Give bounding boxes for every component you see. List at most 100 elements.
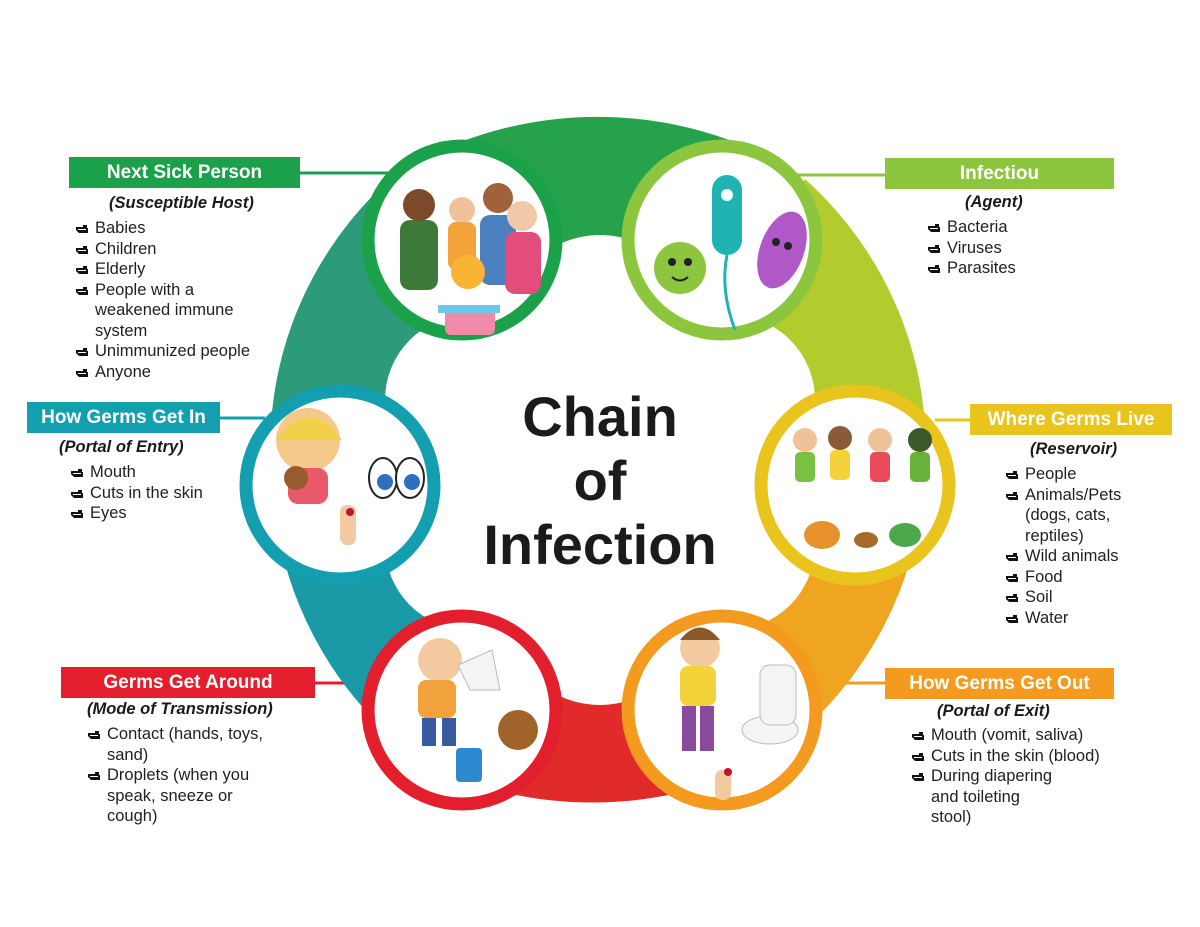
pointing-hand-icon	[912, 752, 924, 761]
pointing-hand-icon	[76, 245, 88, 254]
circle-how-germs-get-out	[621, 609, 823, 811]
list-item: Babies	[75, 218, 305, 239]
list-item: Mouth (vomit, saliva)	[911, 725, 1181, 746]
list-item-text: Bacteria	[947, 218, 1008, 236]
center-title-line2: of	[573, 449, 627, 512]
list-item-text: stool)	[931, 808, 972, 826]
circle-next-sick-person	[361, 139, 563, 341]
list-item-text: Soil	[1025, 588, 1053, 606]
list-item: speak, sneeze or	[87, 786, 317, 807]
vomiting-boy-illustration	[680, 627, 799, 800]
germs-illustration	[654, 175, 807, 331]
list-item: (dogs, cats,	[1005, 505, 1185, 526]
list-item-text: and toileting	[931, 787, 1020, 806]
list-item: Elderly	[75, 259, 305, 280]
center-title-line1: Chain	[522, 385, 678, 448]
family-illustration	[400, 183, 541, 335]
list-item-text: People	[1025, 465, 1077, 483]
list-item-text: Contact (hands, toys,	[107, 725, 263, 743]
list-item-text: system	[95, 321, 148, 340]
list-germs-get-around: Contact (hands, toys, sand) Droplets (when…	[87, 724, 317, 827]
children-animals-illustration	[793, 426, 932, 549]
list-item: Viruses	[927, 238, 1127, 259]
list-item-text: Children	[95, 239, 157, 258]
list-item-text: Mouth	[90, 463, 136, 481]
list-item: Cuts in the skin	[70, 483, 270, 504]
list-item: cough)	[87, 806, 317, 827]
list-item: Anyone	[75, 362, 305, 383]
pointing-hand-icon	[912, 732, 924, 740]
list-item-text: reptiles)	[1025, 526, 1084, 545]
subtitle-susceptible-host: (Susceptible Host)	[109, 194, 254, 212]
list-item-text: Viruses	[947, 238, 1002, 257]
pointing-hand-icon	[928, 265, 940, 273]
list-item: stool)	[911, 807, 1181, 828]
pointing-hand-icon	[71, 510, 83, 518]
list-item-text: Water	[1025, 608, 1069, 627]
pointing-hand-icon	[1006, 553, 1018, 561]
list-item-text: speak, sneeze or	[107, 786, 233, 805]
pointing-hand-icon	[1006, 471, 1018, 479]
list-item-text: Mouth (vomit, saliva)	[931, 726, 1084, 744]
list-item-text: Parasites	[947, 259, 1016, 277]
list-item: reptiles)	[1005, 526, 1185, 547]
sneezing-boy-illustration	[418, 638, 538, 782]
list-item-text: Babies	[95, 219, 146, 237]
list-item: Eyes	[70, 503, 270, 524]
circle-how-germs-get-in	[239, 384, 441, 586]
list-item-text: During diapering	[931, 767, 1053, 785]
pointing-hand-icon	[1006, 573, 1018, 582]
list-item: Bacteria	[927, 217, 1127, 238]
list-item: During diapering	[911, 766, 1181, 787]
pointing-hand-icon	[76, 368, 88, 377]
list-item: Contact (hands, toys,	[87, 724, 317, 745]
list-item-text: Unimmunized people	[95, 342, 251, 360]
pointing-hand-icon	[912, 773, 924, 781]
list-item: Mouth	[70, 462, 270, 483]
list-item-text: Cuts in the skin (blood)	[931, 746, 1100, 765]
list-item-text: sand)	[107, 745, 149, 764]
subtitle-agent: (Agent)	[965, 193, 1023, 211]
list-item: sand)	[87, 745, 317, 766]
subtitle-portal-of-exit: (Portal of Exit)	[937, 702, 1050, 720]
list-item: Animals/Pets	[1005, 485, 1185, 506]
pointing-hand-icon	[88, 731, 100, 739]
list-item-text: cough)	[107, 807, 158, 825]
list-item-text: Food	[1025, 567, 1063, 586]
list-item-text: Cuts in the skin	[90, 483, 203, 502]
list-item: Soil	[1005, 587, 1185, 608]
pointing-hand-icon	[76, 348, 88, 356]
circle-infectious	[621, 139, 823, 341]
list-item: Parasites	[927, 258, 1127, 279]
list-item: Unimmunized people	[75, 341, 305, 362]
list-item-text: Animals/Pets	[1025, 485, 1122, 504]
center-title-line3: Infection	[483, 513, 717, 576]
girl-eyes-illustration	[276, 408, 425, 545]
list-item-text: People with a	[95, 280, 195, 299]
circle-where-germs-live	[754, 384, 956, 586]
list-item-text: Anyone	[95, 362, 151, 381]
list-item-text: Elderly	[95, 260, 146, 278]
pointing-hand-icon	[1006, 614, 1018, 623]
label-where-germs-live: Where Germs Live	[970, 404, 1172, 435]
list-item: Wild animals	[1005, 546, 1185, 567]
pointing-hand-icon	[71, 489, 83, 498]
pointing-hand-icon	[76, 225, 88, 233]
subtitle-mode-of-transmission: (Mode of Transmission)	[87, 700, 273, 718]
list-item: People	[1005, 464, 1185, 485]
label-how-germs-get-in: How Germs Get In	[27, 402, 220, 433]
list-item-text: weakened immune	[95, 301, 234, 319]
label-infectious: Infectiou	[885, 158, 1114, 189]
list-item-text: Eyes	[90, 504, 127, 522]
pointing-hand-icon	[76, 286, 88, 295]
subtitle-reservoir: (Reservoir)	[1030, 440, 1118, 458]
list-item: Children	[75, 239, 305, 260]
list-item-text: Droplets (when you	[107, 766, 250, 784]
label-next-sick-person: Next Sick Person	[69, 157, 300, 188]
list-item: Cuts in the skin (blood)	[911, 746, 1181, 767]
pointing-hand-icon	[1006, 491, 1018, 500]
list-item: weakened immune	[75, 300, 305, 321]
